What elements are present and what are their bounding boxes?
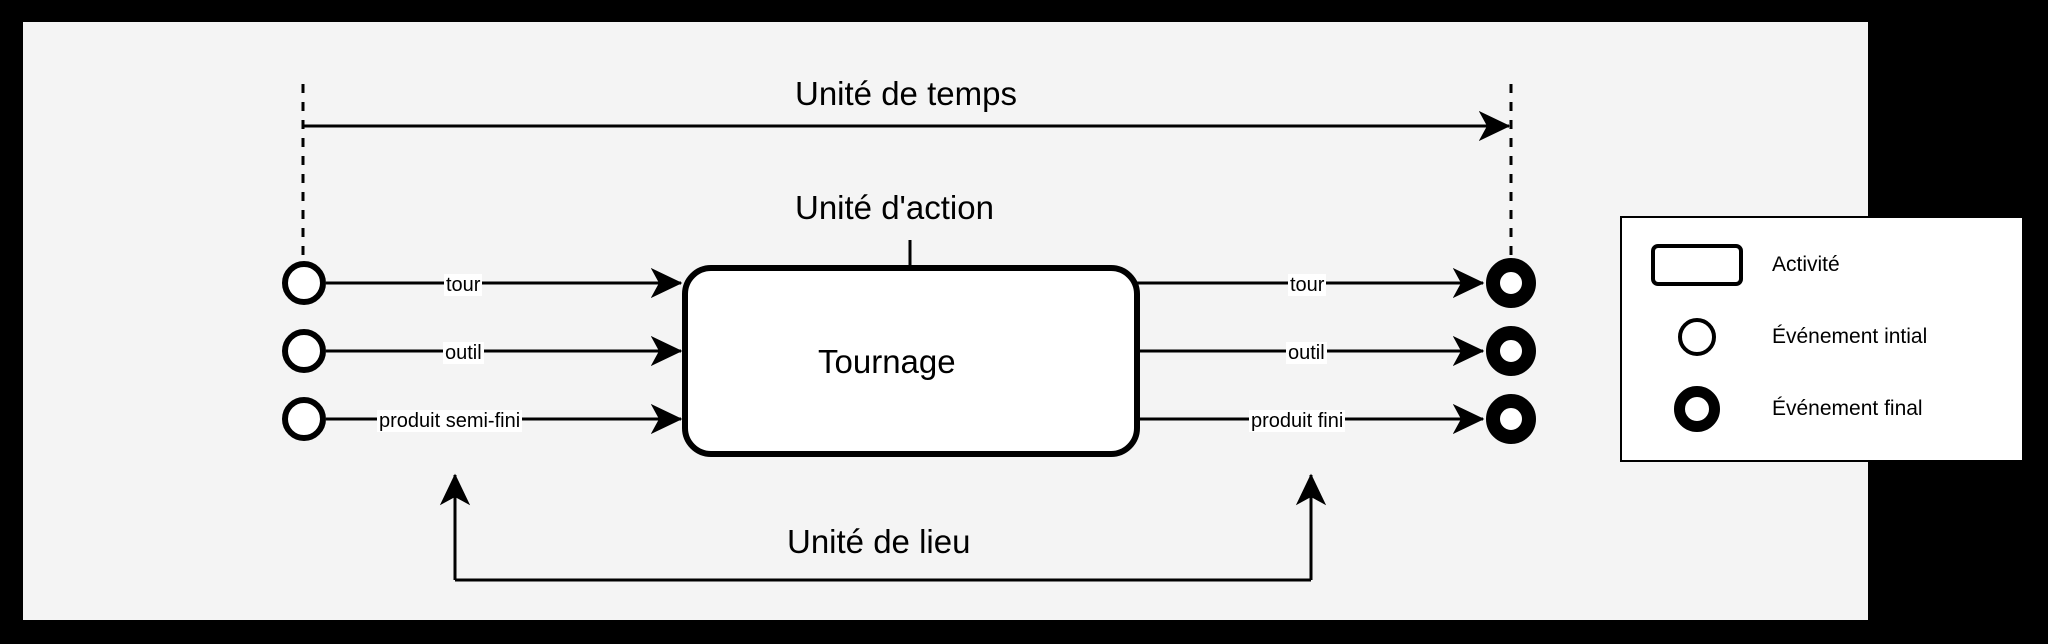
legend-item-evenement-final: Événement final <box>1622 374 2022 444</box>
final-event-circle-produit-fini[interactable] <box>1486 394 1536 444</box>
initial-event-circle-produit-semi-fini[interactable] <box>282 397 326 441</box>
activity-box-label: Tournage <box>818 343 956 380</box>
input-flow-label-outil: outil <box>443 342 484 364</box>
legend-panel: Activité Événement intial Événement fina… <box>1620 216 2024 462</box>
unite-de-lieu-label: Unité de lieu <box>787 523 971 560</box>
legend-initial-event-circle-icon <box>1622 318 1772 356</box>
final-event-circle-tour[interactable] <box>1486 258 1536 308</box>
legend-activity-rect-icon <box>1622 244 1772 286</box>
output-flow-label-produit-fini: produit fini <box>1249 410 1346 432</box>
unite-de-temps-label: Unité de temps <box>795 75 1017 112</box>
output-flow-label-outil: outil <box>1286 342 1327 364</box>
legend-item-activite: Activité <box>1622 230 2022 300</box>
final-event-circle-outil[interactable] <box>1486 326 1536 376</box>
legend-label-evenement-initial: Événement intial <box>1772 325 1928 348</box>
input-flow-label-tour: tour <box>444 274 483 296</box>
output-flow-label-tour: tour <box>1288 274 1327 296</box>
legend-label-evenement-final: Événement final <box>1772 397 1923 420</box>
input-flow-label-produit-semi-fini: produit semi-fini <box>377 410 523 432</box>
legend-final-event-circle-icon <box>1622 386 1772 432</box>
legend-item-evenement-initial: Événement intial <box>1622 302 2022 372</box>
initial-event-circle-outil[interactable] <box>282 329 326 373</box>
unite-daction-label: Unité d'action <box>795 189 994 226</box>
activity-box[interactable] <box>682 265 1140 457</box>
initial-event-circle-tour[interactable] <box>282 261 326 305</box>
legend-label-activite: Activité <box>1772 253 1840 276</box>
